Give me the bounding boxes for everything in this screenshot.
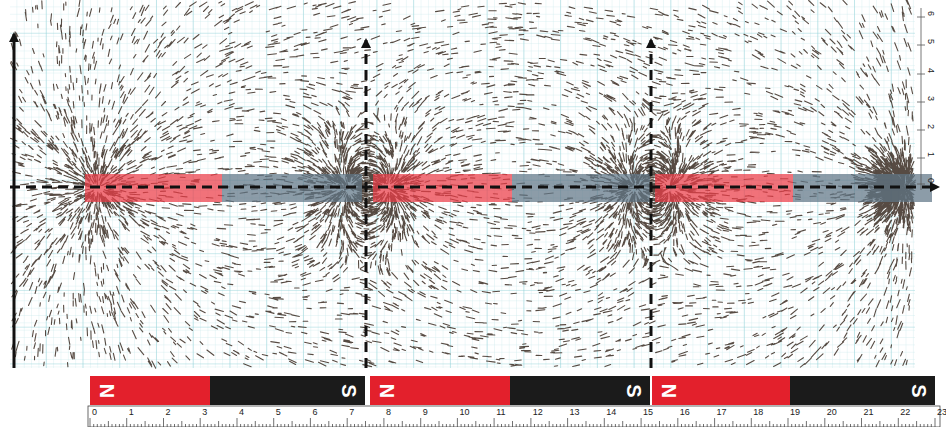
dashed-axis [365, 40, 368, 368]
ruler-number: 13 [570, 408, 580, 417]
magnet-pole: N [90, 376, 210, 405]
ruler-ticks [90, 418, 935, 427]
magnet-pole: N [652, 376, 790, 405]
grid-major [10, 0, 915, 368]
ruler-number: 11 [496, 408, 505, 417]
ruler-number: 6 [312, 408, 317, 417]
ruler-number: 12 [533, 408, 543, 417]
filings-strokes [11, 0, 916, 368]
ruler-number: 10 [459, 408, 469, 417]
ruler-number: 8 [386, 408, 391, 417]
ruler-number: 22 [900, 408, 910, 417]
ruler [88, 406, 940, 427]
magnet-pole: N [370, 376, 510, 405]
pole-letter: S [338, 384, 358, 397]
ruler-number: 3 [202, 408, 207, 417]
side-scale [921, 8, 922, 190]
grid-minor [10, 0, 915, 368]
scale-number: 2 [926, 124, 935, 129]
ruler-number: 17 [717, 408, 727, 417]
ruler-number: 15 [643, 408, 653, 417]
dashed-axis [650, 40, 653, 368]
y-axis [13, 34, 16, 368]
pole-letter: S [623, 384, 643, 397]
ruler-tick-marks [90, 418, 935, 427]
side-tick-marks [917, 17, 925, 184]
ruler-number: 23 [937, 408, 946, 417]
magnet-pole: S [790, 376, 935, 405]
scale-number: 0 [926, 178, 935, 183]
iron-filings [11, 0, 916, 368]
ruler-number: 21 [864, 408, 874, 417]
pole-letter: N [377, 383, 397, 397]
ruler-number: 0 [92, 408, 97, 417]
scale-number: 5 [926, 39, 935, 44]
side-ticks [917, 17, 925, 184]
ruler-number: 18 [753, 408, 763, 417]
scale-number: 4 [926, 68, 935, 73]
ruler-number: 19 [790, 408, 800, 417]
ruler-number: 5 [276, 408, 281, 417]
pole-letter: N [659, 383, 679, 397]
scale-number: 6 [926, 11, 935, 16]
ruler-number: 7 [349, 408, 354, 417]
pole-letter: S [908, 384, 928, 397]
ruler-number: 20 [827, 408, 837, 417]
ruler-number: 14 [606, 408, 616, 417]
ruler-number: 1 [129, 408, 134, 417]
ruler-number: 4 [239, 408, 244, 417]
scale-number: 1 [926, 152, 935, 157]
ruler-number: 2 [165, 408, 170, 417]
ruler-number: 9 [423, 408, 428, 417]
ruler-number: 16 [680, 408, 690, 417]
magnet-pole: S [210, 376, 365, 405]
scale-number: 3 [926, 96, 935, 101]
pole-letter: N [97, 383, 117, 397]
magnet-pole: S [510, 376, 650, 405]
x-axis [10, 186, 938, 189]
